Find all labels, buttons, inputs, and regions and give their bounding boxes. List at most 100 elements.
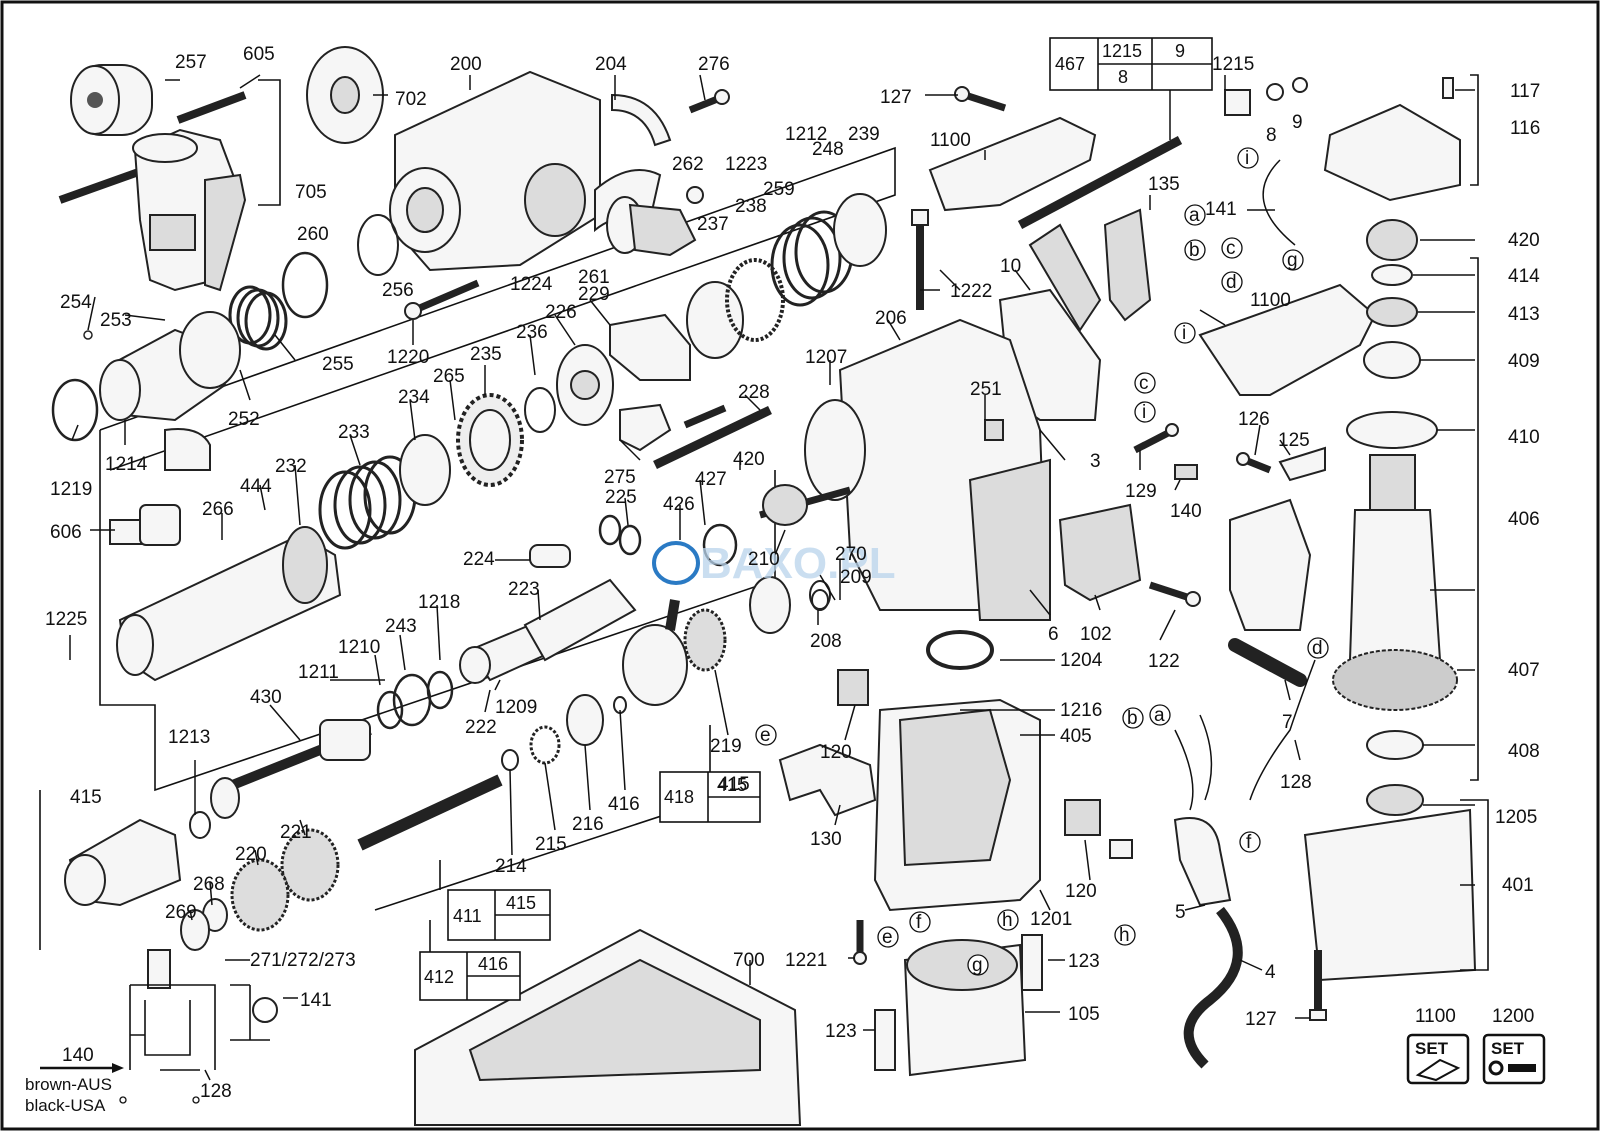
label-226: 226 [545,302,577,323]
label-248: 248 [812,139,844,160]
wire-128 [1249,659,1316,801]
label-128a: 128 [1280,772,1312,793]
wiring-brown-aus: brown-AUS [25,1075,112,1094]
letter-a2: a [1154,705,1165,726]
label-426: 426 [663,494,695,515]
label-252: 252 [228,409,260,430]
label-210: 210 [748,549,780,570]
label-408: 408 [1508,741,1540,762]
label-1213: 1213 [168,727,210,748]
label-416a: 416 [608,794,640,815]
set-1200-text: SET [1491,1039,1525,1058]
field-frame-405 [873,698,1041,912]
label-3: 3 [1090,451,1101,472]
letter-e1: e [760,725,771,746]
label-216: 216 [572,814,604,835]
label-237: 237 [697,214,729,235]
label-140a: 140 [1170,501,1202,522]
label-605: 605 [243,44,275,65]
label-223: 223 [508,579,540,600]
label-229: 229 [578,284,610,305]
box-467: 467 1215 9 8 [1049,37,1213,91]
label-1205: 1205 [1495,807,1537,828]
label-123b: 123 [825,1021,857,1042]
label-467: 467 [1055,54,1085,74]
set-1100-text: SET [1415,1039,1449,1058]
label-10: 10 [1000,256,1021,277]
ring-260 [281,251,329,319]
label-700: 700 [733,950,765,971]
label-266: 266 [202,499,234,520]
rod [1017,136,1183,229]
label-122: 122 [1148,651,1180,672]
label-9a: 9 [1175,41,1185,61]
gear-ring-235 [456,393,524,487]
label-120b: 120 [1065,881,1097,902]
label-415a: 415 [717,775,747,795]
label-116: 116 [1510,118,1540,139]
switch-135 [1103,208,1152,322]
cover-401 [1303,784,1477,982]
label-415b: 415 [718,774,750,795]
bearing-413 [1366,297,1418,327]
letter-c2: c [1139,373,1149,394]
ball-254 [83,330,93,340]
label-418: 418 [664,787,694,807]
washer-8 [1266,83,1284,101]
label-430: 430 [250,687,282,708]
label-1221: 1221 [785,950,827,971]
letter-d1: d [1226,272,1237,293]
cable-housing [1229,498,1312,631]
label-405: 405 [1060,726,1092,747]
letter-h1: h [1002,910,1013,931]
label-1214: 1214 [105,454,148,475]
gear-housing-200 [389,70,601,272]
label-420a: 420 [1508,230,1540,251]
wiring-schematic [40,949,278,1104]
label-1216: 1216 [1060,700,1102,721]
box-411: 411 415 [447,889,551,941]
label-1222: 1222 [950,281,992,302]
schematic-lines [129,984,216,1071]
label-406: 406 [1508,509,1540,530]
label-224: 224 [463,549,495,570]
cover-116 [1323,77,1461,202]
part-414 [1371,264,1413,286]
label-253: 253 [100,310,132,331]
bracket-130 [778,743,877,817]
gear-219 [683,608,727,672]
gears-221-220 [230,828,340,932]
label-401: 401 [1502,875,1534,896]
label-9b: 9 [1292,112,1303,133]
part-251 [984,419,1004,441]
label-1218: 1218 [418,592,460,613]
label-420b: 420 [733,449,765,470]
barrel-444 [116,526,342,682]
label-265: 265 [433,366,465,387]
label-1100c: 1100 [1415,1006,1456,1027]
clamp-125 [1278,446,1326,482]
label-409: 409 [1508,351,1540,372]
wire-141 [1262,159,1296,246]
letter-f1: f [1246,832,1252,853]
case-700 [414,928,802,1126]
label-416b: 416 [478,954,508,974]
label-140b: 140 [62,1045,94,1066]
label-1220: 1220 [387,347,429,368]
label-255: 255 [322,354,354,375]
label-222: 222 [465,717,497,738]
label-219: 219 [710,736,742,757]
label-206: 206 [875,308,907,329]
gear-420 [1366,219,1418,261]
ring-236 [524,387,556,433]
label-130: 130 [810,829,842,850]
label-275: 275 [604,467,636,488]
spring-255 [228,285,288,351]
label-215: 215 [535,834,567,855]
spring-1212 [770,210,854,307]
bearing-409 [1363,341,1421,379]
label-204: 204 [595,54,627,75]
screw-1221 [853,920,867,965]
label-232: 232 [275,456,307,477]
label-8a: 8 [1118,67,1128,87]
